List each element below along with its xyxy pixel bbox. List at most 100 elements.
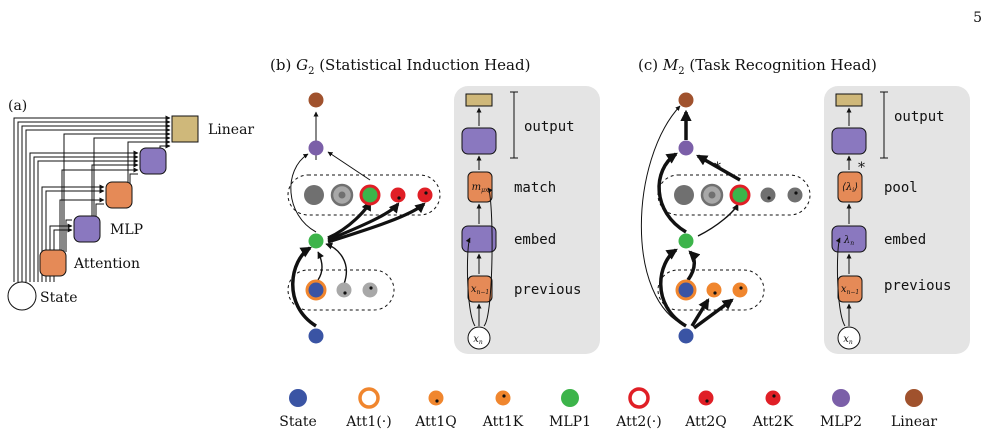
module-output-c: output [894, 109, 945, 125]
legend-marker-att1 [358, 387, 380, 409]
gray-node-b1 [304, 185, 324, 205]
module-pool-c: pool [884, 180, 918, 196]
state-node-c [678, 328, 694, 344]
module-embed-b: embed [514, 232, 556, 248]
panel-a-label: (a) [8, 98, 27, 114]
input-node-b [467, 326, 491, 350]
legend-label-state: State [279, 414, 316, 430]
legend-marker-mlp2 [832, 389, 850, 407]
legend-label-att2k: Att2K [752, 414, 794, 430]
panel-c: (c) M2 (Task Recognition Head) * [638, 56, 970, 354]
legend: State Att1(·) Att1Q Att1K MLP1 Att2(·) A… [279, 387, 937, 430]
module-previous-c: previous [884, 278, 951, 294]
linear-block [171, 115, 199, 143]
att2q-node-b [390, 187, 406, 203]
gray-node-c2-inner [708, 191, 716, 199]
legend-marker-mlp1 [561, 389, 579, 407]
gray-node-c1 [674, 185, 694, 205]
gray-k-dot-b [369, 286, 373, 290]
output-bracket-c [880, 91, 888, 159]
legend-marker-linear [905, 389, 923, 407]
previous-box-text-c: xn−1 [841, 284, 859, 296]
legend-label-att1: Att1(·) [345, 414, 391, 430]
legend-label-att1k: Att1K [482, 414, 524, 430]
att1k-node-c [732, 282, 748, 298]
mlp2-node-c [678, 140, 694, 156]
gray-q-node-c [760, 187, 776, 203]
match-box-text-b: mμx [472, 182, 489, 194]
legend-dot-att1q [435, 399, 439, 403]
input-node-c [837, 326, 861, 350]
linear-node-b [308, 92, 324, 108]
embed-box-b [461, 225, 497, 253]
mlp1-node-c [678, 233, 694, 249]
legend-label-att2: Att2(·) [615, 414, 661, 430]
att2-node-c [729, 184, 751, 206]
pool-box-text-c: ⟨λi⟩ [842, 182, 858, 194]
pool-box-c [837, 171, 863, 203]
gray-q-dot-c [767, 196, 771, 200]
output-bracket-b [510, 91, 518, 159]
state-node-b [308, 328, 324, 344]
mlp2-node-b [308, 140, 324, 156]
arrow-b-skip1 [465, 237, 476, 327]
att1-node-c [675, 279, 697, 301]
gray-k-node-c [787, 187, 803, 203]
att1q-dot-c [713, 291, 717, 295]
attention2-block [105, 181, 133, 209]
mlp2-block [139, 147, 167, 175]
output-top-b [465, 93, 493, 107]
module-embed-c: embed [884, 232, 926, 248]
state-label: State [40, 290, 77, 306]
gray-q-node-b [336, 282, 352, 298]
legend-marker-att2k [765, 390, 781, 406]
output-box-b [461, 127, 497, 155]
state-node [7, 281, 37, 311]
previous-group-c [657, 269, 765, 311]
legend-label-linear: Linear [891, 414, 937, 430]
panel-c-arrows [640, 105, 741, 330]
legend-dot-att1k [502, 394, 506, 398]
arrow-b-skip2 [483, 187, 493, 327]
att2q-dot-b [397, 196, 401, 200]
mlp1-block [73, 215, 101, 243]
arrow-c-skip1 [835, 237, 846, 327]
linear-node-c [678, 92, 694, 108]
att1q-node-c [706, 282, 722, 298]
gray-k-node-b [362, 282, 378, 298]
mlp1-node-b [308, 233, 324, 249]
asterisk-c2: * [858, 160, 865, 176]
att2k-dot-b [424, 191, 428, 195]
panel-b-arrows [290, 111, 426, 328]
match-group [287, 174, 441, 216]
legend-marker-att1q [428, 390, 444, 406]
legend-label-att2q: Att2Q [684, 414, 727, 430]
panel-a: (a) [7, 98, 254, 311]
input-node-text-b: xn [473, 334, 483, 346]
legend-marker-att1k [495, 390, 511, 406]
legend-marker-att2 [628, 387, 650, 409]
page-number: 5 [973, 10, 982, 26]
linear-label: Linear [208, 122, 254, 138]
attention-label: Attention [73, 256, 140, 272]
legend-label-mlp2: MLP2 [820, 414, 862, 430]
panel-b: (b) G2 (Statistical Induction Head) [270, 56, 600, 354]
previous-group [287, 269, 395, 311]
panel-a-wires [13, 115, 171, 282]
asterisk-c: * [714, 160, 721, 176]
panel-b-title: (b) G2 (Statistical Induction Head) [270, 56, 530, 77]
legend-dot-att2q [705, 399, 709, 403]
att2-node-b [359, 184, 381, 206]
module-panel-c [824, 86, 970, 354]
output-box-c [831, 127, 867, 155]
gray-node-b2-inner [338, 191, 346, 199]
gray-q-dot-b [343, 291, 347, 295]
module-previous-b: previous [514, 282, 581, 298]
output-top-c [835, 93, 863, 107]
module-output-b: output [524, 119, 575, 135]
legend-label-att1q: Att1Q [414, 414, 457, 430]
att2k-node-b [417, 187, 433, 203]
match-box-b [467, 171, 493, 203]
panel-c-title: (c) M2 (Task Recognition Head) [638, 56, 877, 77]
